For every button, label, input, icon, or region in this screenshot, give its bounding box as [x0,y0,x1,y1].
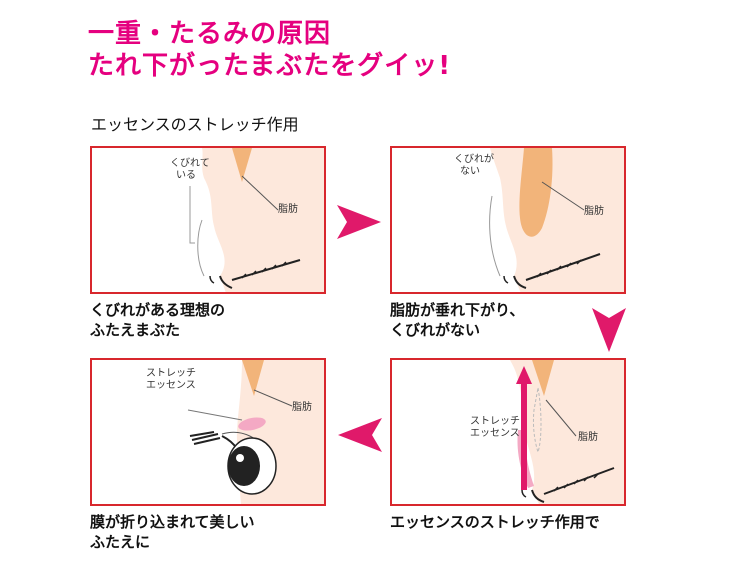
eyelid-illustration-sagging [489,148,624,292]
arrow-right-icon [337,205,381,239]
label-fat: 脂肪 [278,204,298,215]
label-kubire-1: くびれが [454,154,494,165]
caption-panel2-line1: 脂肪が垂れ下がり、 [390,301,525,319]
label-fat: 脂肪 [578,432,598,443]
label-fat: 脂肪 [584,206,604,217]
panel-beautiful-double-eyelid: ストレッチ エッセンス 脂肪 [90,358,326,506]
title-line-1: 一重・たるみの原因 [88,19,332,49]
label-kubire-1: くびれて [170,158,210,169]
label-essence-2: エッセンス [470,428,520,439]
label-kubire-2: ない [460,166,480,177]
caption-panel1-line1: くびれがある理想の [90,301,226,319]
caption-panel2-line2: くびれがない [390,321,481,339]
label-essence-1: ストレッチ [146,368,196,379]
caption-panel3-line1: エッセンスのストレッチ作用で [390,513,600,531]
eyelid-illustration-result [187,360,324,504]
caption-panel1-line2: ふたえまぶた [90,321,181,339]
label-essence-1: ストレッチ [470,416,520,427]
eyelid-illustration-stretch [510,360,624,504]
arrow-down-icon [592,308,626,352]
eyelid-illustration-ideal [189,148,324,292]
arrow-left-icon [338,418,382,452]
section-title: エッセンスのストレッチ作用 [91,115,299,134]
panel-stretch-essence: ストレッチ エッセンス 脂肪 [390,358,626,506]
title-line-2: たれ下がったまぶたをグイッ! [88,51,452,81]
panel-ideal-eyelid: くびれて いる 脂肪 [90,146,326,294]
panel-sagging-eyelid: くびれが ない 脂肪 [390,146,626,294]
label-essence-2: エッセンス [146,380,196,391]
caption-panel4-line2: ふたえに [90,533,151,551]
label-fat: 脂肪 [292,402,312,413]
caption-panel4-line1: 膜が折り込まれて美しい [90,513,255,531]
label-kubire-2: いる [176,170,196,181]
